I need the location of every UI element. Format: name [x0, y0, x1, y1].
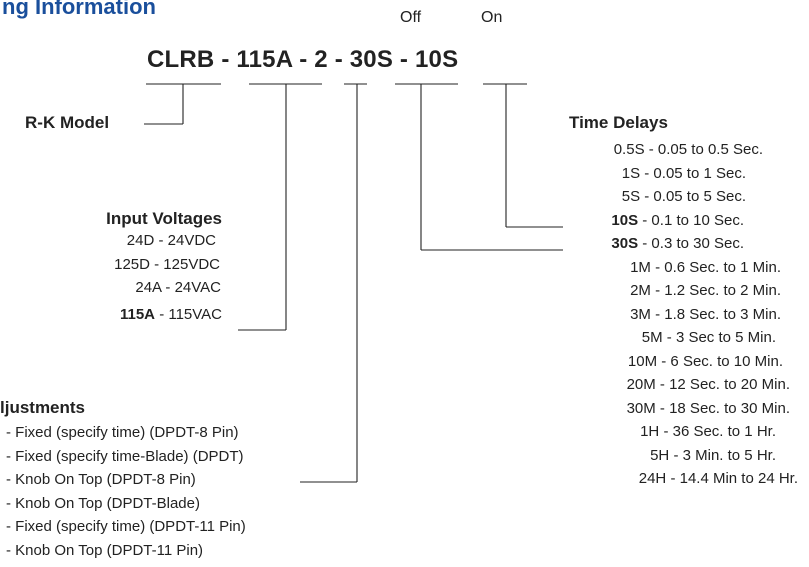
input-voltage-item: 125D - 125VDC — [114, 255, 220, 273]
time-delay-item: 10M - 6 Sec. to 10 Min. — [627, 352, 783, 370]
time-delay-item: 1M - 0.6 Sec. to 1 Min. — [630, 258, 781, 276]
section-title: ng Information — [2, 0, 156, 19]
time-delay-item: 1H - 36 Sec. to 1 Hr. — [640, 423, 776, 440]
time-delay-item: 2M - 1.2 Sec. to 2 Min. — [630, 282, 781, 299]
time-delay-item: 5H - 3 Min. to 5 Hr. — [650, 446, 776, 464]
model-code: CLRB - 115A - 2 - 30S - 10S — [147, 46, 459, 73]
rk-model-label: R-K Model — [25, 113, 110, 132]
time-delays-title: Time Delays — [569, 113, 668, 132]
adjustments-title: ljustments — [0, 398, 86, 417]
time-delay-item: 30S - 0.3 to 30 Sec. — [611, 235, 744, 252]
on-header: On — [481, 9, 503, 26]
adjustment-item: - Knob On Top (DPDT-Blade) — [6, 494, 200, 512]
off-header: Off — [400, 9, 422, 26]
adjustment-item: - Fixed (specify time) (DPDT-11 Pin) — [6, 518, 246, 535]
time-delay-item: 10S - 0.1 to 10 Sec. — [611, 211, 744, 229]
adjustment-item: - Fixed (specify time) (DPDT-8 Pin) — [6, 424, 239, 441]
time-delays-list: 0.5S - 0.05 to 0.5 Sec. 1S - 0.05 to 1 S… — [540, 138, 798, 491]
adjustments-list: - Fixed (specify time) (DPDT-8 Pin) - Fi… — [6, 421, 246, 562]
time-delay-item: 3M - 1.8 Sec. to 3 Min. — [630, 305, 781, 323]
time-delay-item: 30M - 18 Sec. to 30 Min. — [626, 399, 790, 417]
time-delay-item: 24H - 14.4 Min to 24 Hr. — [638, 470, 798, 487]
time-delay-item: 0.5S - 0.05 to 0.5 Sec. — [613, 141, 763, 158]
input-voltages-group: Input Voltages 24D - 24VDC 125D - 125VDC… — [40, 209, 240, 326]
time-delay-item: 1S - 0.05 to 1 Sec. — [621, 164, 746, 182]
adjustment-item: - Knob On Top (DPDT-11 Pin) — [6, 541, 204, 559]
adjustment-item: - Fixed (specify time-Blade) (DPDT) — [6, 447, 244, 465]
input-voltage-item: 24A - 24VAC — [135, 279, 221, 296]
input-voltage-item: 24D - 24VDC — [126, 232, 216, 249]
time-delay-item: 5M - 3 Sec to 5 Min. — [641, 329, 776, 346]
time-delay-item: 20M - 12 Sec. to 20 Min. — [626, 376, 790, 393]
time-delay-item: 5S - 0.05 to 5 Sec. — [621, 188, 746, 205]
input-voltages-title: Input Voltages — [106, 209, 222, 228]
input-voltage-item: 115A - 115VAC — [119, 305, 222, 323]
adjustment-item: - Knob On Top (DPDT-8 Pin) — [6, 471, 196, 488]
